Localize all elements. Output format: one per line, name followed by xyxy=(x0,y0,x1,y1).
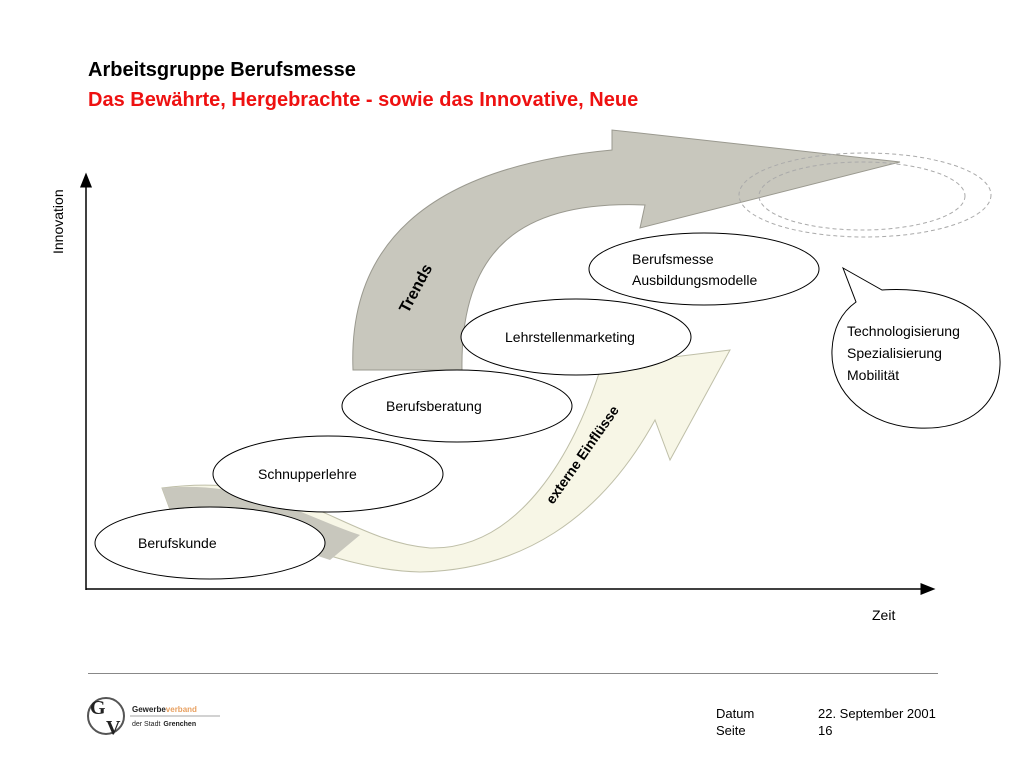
stage-ellipse-berufsmesse xyxy=(588,232,820,306)
datum-value: 22. September 2001 xyxy=(818,706,936,721)
callout-bubble xyxy=(831,266,1001,429)
stage-ellipse-lehrstellenmarketing xyxy=(460,298,692,376)
stage-ellipse-berufskunde xyxy=(94,506,326,580)
logo-text-grenchen: Grenchen xyxy=(163,721,196,728)
logo-text-der-stadt: der Stadt xyxy=(132,721,160,728)
stage-label-schnupperlehre: Schnupperlehre xyxy=(258,466,357,482)
datum-label: Datum xyxy=(716,706,755,721)
callout-line-2: Spezialisierung xyxy=(847,345,942,361)
svg-text:Gewerbeverband: Gewerbeverband xyxy=(132,705,197,714)
stage-label-berufskunde: Berufskunde xyxy=(138,535,217,551)
callout-line-3: Mobilität xyxy=(847,367,899,383)
x-axis-label: Zeit xyxy=(872,607,895,623)
stage-ellipse-berufsberatung xyxy=(341,369,573,443)
stage-ellipse-schnupperlehre xyxy=(212,435,444,513)
page-subtitle: Das Bewährte, Hergebrachte - sowie das I… xyxy=(88,89,639,111)
logo-letter-g: G xyxy=(90,697,106,719)
stage-label-berufsmesse-line2: Ausbildungsmodelle xyxy=(632,272,758,288)
footer-divider xyxy=(88,673,938,674)
future-ellipse-inner xyxy=(758,161,966,231)
stage-label-berufsberatung: Berufsberatung xyxy=(386,398,482,414)
future-ellipse-outer xyxy=(738,152,992,238)
y-axis-label: Innovation xyxy=(50,189,66,254)
stage-label-berufsmesse-line1: Berufsmesse xyxy=(632,251,714,267)
logo-text-gewerbe: Gewerbe xyxy=(132,705,166,714)
trends-arrow xyxy=(352,129,901,371)
logo-text-verband: verband xyxy=(166,705,197,714)
callout-line-1: Technologisierung xyxy=(847,323,960,339)
logo-letter-v: V xyxy=(106,717,121,739)
seite-value: 16 xyxy=(818,723,833,738)
page-title: Arbeitsgruppe Berufsmesse xyxy=(88,59,356,81)
seite-label: Seite xyxy=(716,723,746,738)
stage-label-lehrstellenmarketing: Lehrstellenmarketing xyxy=(505,329,635,345)
